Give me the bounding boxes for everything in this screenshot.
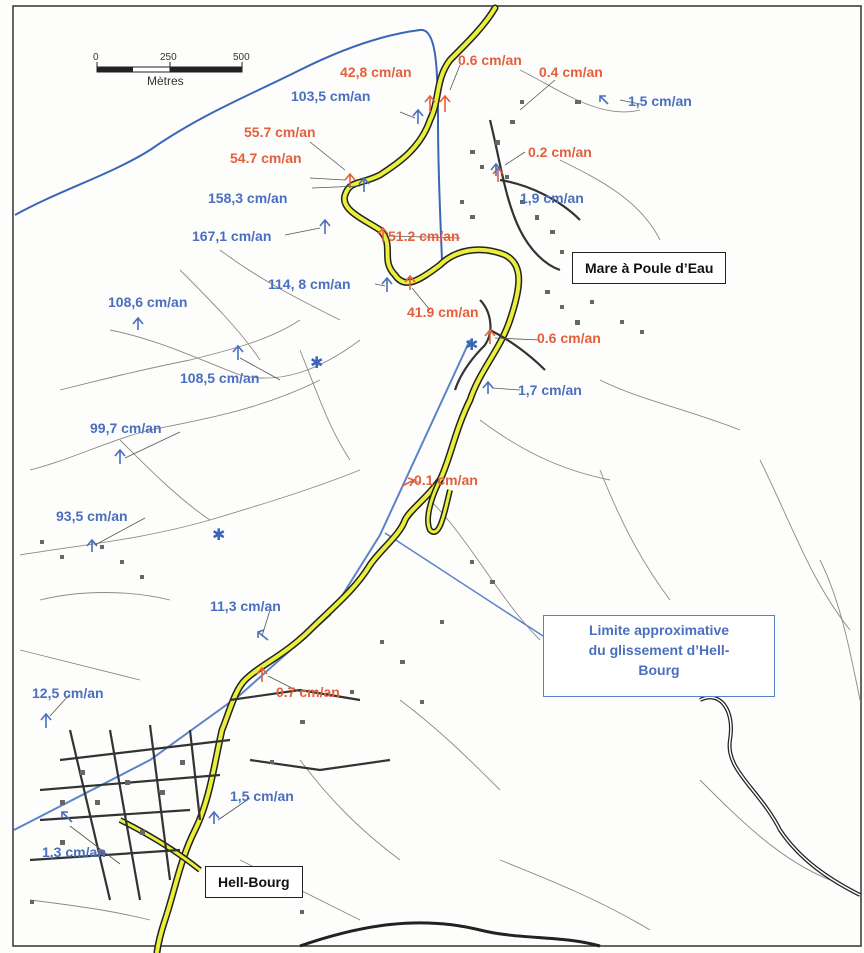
- svg-text:✱: ✱: [310, 353, 323, 372]
- measure-label: 55.7 cm/an: [244, 124, 316, 140]
- measure-label: 99,7 cm/an: [90, 420, 162, 436]
- measure-label: 41.9 cm/an: [407, 304, 479, 320]
- legend-line-3: Bourg: [638, 662, 680, 678]
- svg-text:✱: ✱: [212, 525, 225, 544]
- main-road: [118, 4, 523, 953]
- place-label-mare-a-poule-d-eau: Mare à Poule d’Eau: [572, 252, 727, 284]
- measure-label: 0.1 cm/an: [414, 472, 478, 488]
- measure-label: 1,5 cm/an: [230, 788, 294, 804]
- legend-pointer-line: [384, 532, 544, 637]
- scale-tick-250: 250: [160, 52, 177, 63]
- measure-label: 1,7 cm/an: [518, 382, 582, 398]
- svg-text:✱: ✱: [465, 335, 478, 354]
- measure-label: 158,3 cm/an: [208, 190, 288, 206]
- measure-label: 12,5 cm/an: [32, 685, 104, 701]
- measure-label: 42,8 cm/an: [340, 64, 412, 80]
- measure-label: 114, 8 cm/an: [268, 276, 351, 292]
- measure-label: 0.6 cm/an: [537, 330, 601, 346]
- road-bottom: [299, 921, 601, 948]
- legend-line-2: du glissement d’Hell-: [588, 642, 730, 658]
- measure-label: 0.4 cm/an: [539, 64, 603, 80]
- scale-bar: [96, 62, 243, 73]
- legend-line-1: Limite approximative: [588, 622, 730, 638]
- measure-label: 0.7 cm/an: [276, 684, 340, 700]
- scale-unit: Mètres: [147, 74, 184, 88]
- measure-label: 1,5 cm/an: [628, 93, 692, 109]
- measure-label: 51.2 cm/an: [388, 228, 460, 244]
- measure-label: 0.6 cm/an: [458, 52, 522, 68]
- scale-tick-0: 0: [93, 52, 99, 63]
- map-frame: [12, 5, 862, 947]
- measure-label: 11,3 cm/an: [210, 598, 281, 614]
- buildings: [30, 100, 644, 914]
- scale-tick-500: 500: [233, 52, 250, 63]
- measure-label: 54.7 cm/an: [230, 150, 302, 166]
- legend-box: Limite approximative du glissement d’Hel…: [543, 615, 775, 697]
- measure-label: 103,5 cm/an: [291, 88, 371, 104]
- displacement-arrows: [40, 64, 641, 865]
- river-line: [14, 28, 443, 261]
- terrain-lines: [19, 69, 861, 931]
- measure-label: 167,1 cm/an: [192, 228, 272, 244]
- measure-label: 1,9 cm/an: [520, 190, 584, 206]
- measure-label: 108,5 cm/an: [180, 370, 260, 386]
- measure-label: 1,3 cm/an: [42, 844, 106, 860]
- measure-label: 93,5 cm/an: [56, 508, 128, 524]
- village-roads-north: [453, 119, 581, 391]
- place-label-hell-bourg: Hell-Bourg: [205, 866, 303, 898]
- measure-label: 0.2 cm/an: [528, 144, 592, 160]
- measure-label: 108,6 cm/an: [108, 294, 188, 310]
- marker-asterisks: ✱ ✱ ✱: [212, 335, 478, 544]
- road-southeast: [699, 695, 861, 897]
